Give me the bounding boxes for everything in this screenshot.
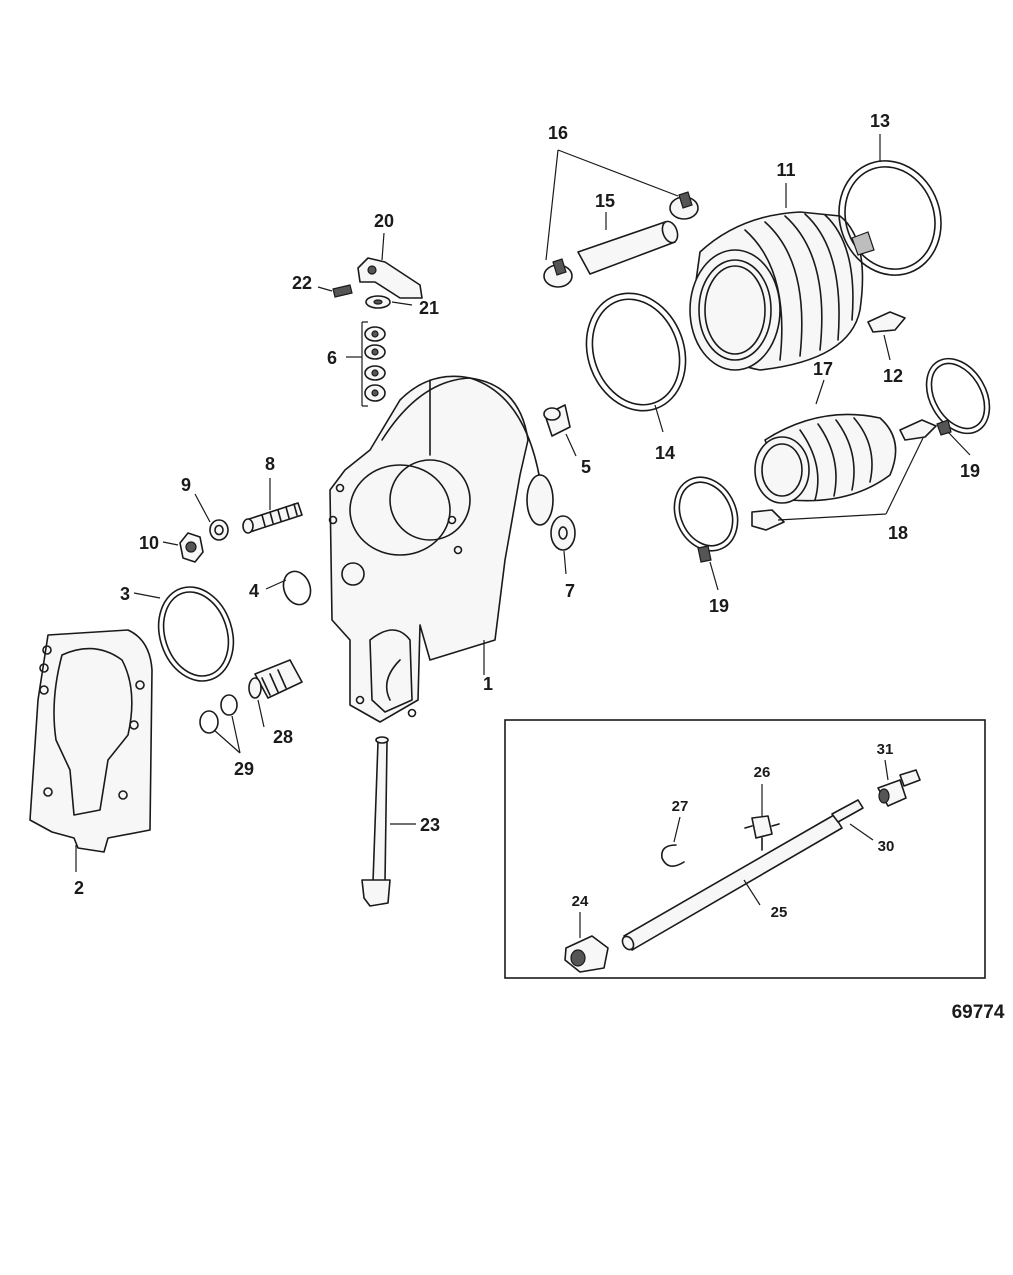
part-cable-connector (564, 935, 609, 973)
callout-9: 9 (181, 475, 191, 495)
part-bushing (543, 404, 571, 437)
part-hose-clamps (543, 191, 699, 288)
part-lever (357, 257, 423, 299)
callout-12: 12 (883, 366, 903, 386)
callout-18: 18 (888, 523, 908, 543)
leader-lines (75, 134, 971, 872)
part-clip-lower-a (899, 419, 937, 441)
callout-22: 22 (292, 273, 312, 293)
part-shift-shaft (361, 736, 391, 907)
part-washer-b (220, 694, 238, 716)
part-bellows-large (689, 211, 864, 371)
part-retaining-ring (660, 844, 685, 867)
callout-labels: 1 2 3 4 5 6 7 8 9 10 11 12 13 14 15 16 1… (74, 111, 980, 921)
part-bellows-small (754, 413, 897, 504)
callout-1: 1 (483, 674, 493, 694)
callout-8: 8 (265, 454, 275, 474)
callout-30: 30 (878, 838, 895, 855)
part-bearing-stack (361, 321, 386, 407)
callout-6: 6 (327, 348, 337, 368)
part-bell-housing (328, 375, 554, 723)
part-clamp-large (838, 160, 942, 276)
part-nut (179, 532, 204, 563)
drawing-number: 69774 (952, 1002, 1005, 1023)
part-clamp-right (925, 357, 991, 436)
part-cable-clip (744, 815, 780, 851)
callout-16: 16 (548, 123, 568, 143)
part-washer-a (199, 710, 219, 734)
callout-31: 31 (877, 741, 894, 758)
callout-15: 15 (595, 191, 615, 211)
callout-24: 24 (572, 893, 589, 910)
part-exhaust-ring (585, 292, 687, 412)
callout-13: 13 (870, 111, 890, 131)
part-clip-upper (867, 311, 906, 333)
callout-28: 28 (273, 727, 293, 747)
part-hose (577, 220, 679, 275)
callout-5: 5 (581, 457, 591, 477)
callout-20: 20 (374, 211, 394, 231)
callout-26: 26 (754, 764, 771, 781)
part-cable-end-fitting (831, 799, 864, 823)
part-stud (242, 502, 303, 534)
callout-17: 17 (813, 359, 833, 379)
callout-27: 27 (672, 798, 689, 815)
part-clip-lower-b (751, 509, 785, 531)
callout-11: 11 (776, 160, 795, 180)
callout-29: 29 (234, 759, 254, 779)
callout-10: 10 (139, 533, 159, 553)
part-clamp-left (673, 476, 739, 563)
part-gasket (29, 629, 153, 853)
callout-23: 23 (420, 815, 440, 835)
callout-2: 2 (74, 878, 84, 898)
part-screw (332, 284, 353, 298)
callout-4: 4 (249, 581, 259, 601)
part-spacer (365, 295, 391, 309)
part-shift-cable (621, 814, 843, 951)
callout-3: 3 (120, 584, 130, 604)
callout-19-right: 19 (960, 461, 980, 481)
callout-21: 21 (419, 298, 439, 318)
part-shift-sensor (248, 659, 303, 699)
callout-7: 7 (565, 581, 575, 601)
part-washer-small (209, 519, 229, 541)
inset-panel (504, 719, 986, 979)
part-shift-switch (877, 769, 921, 807)
part-washer-large (550, 515, 576, 551)
part-o-ring-large (157, 586, 235, 682)
callout-14: 14 (655, 443, 675, 463)
part-o-ring-small (282, 570, 312, 606)
callout-19-left: 19 (709, 596, 729, 616)
callout-25: 25 (771, 904, 788, 921)
